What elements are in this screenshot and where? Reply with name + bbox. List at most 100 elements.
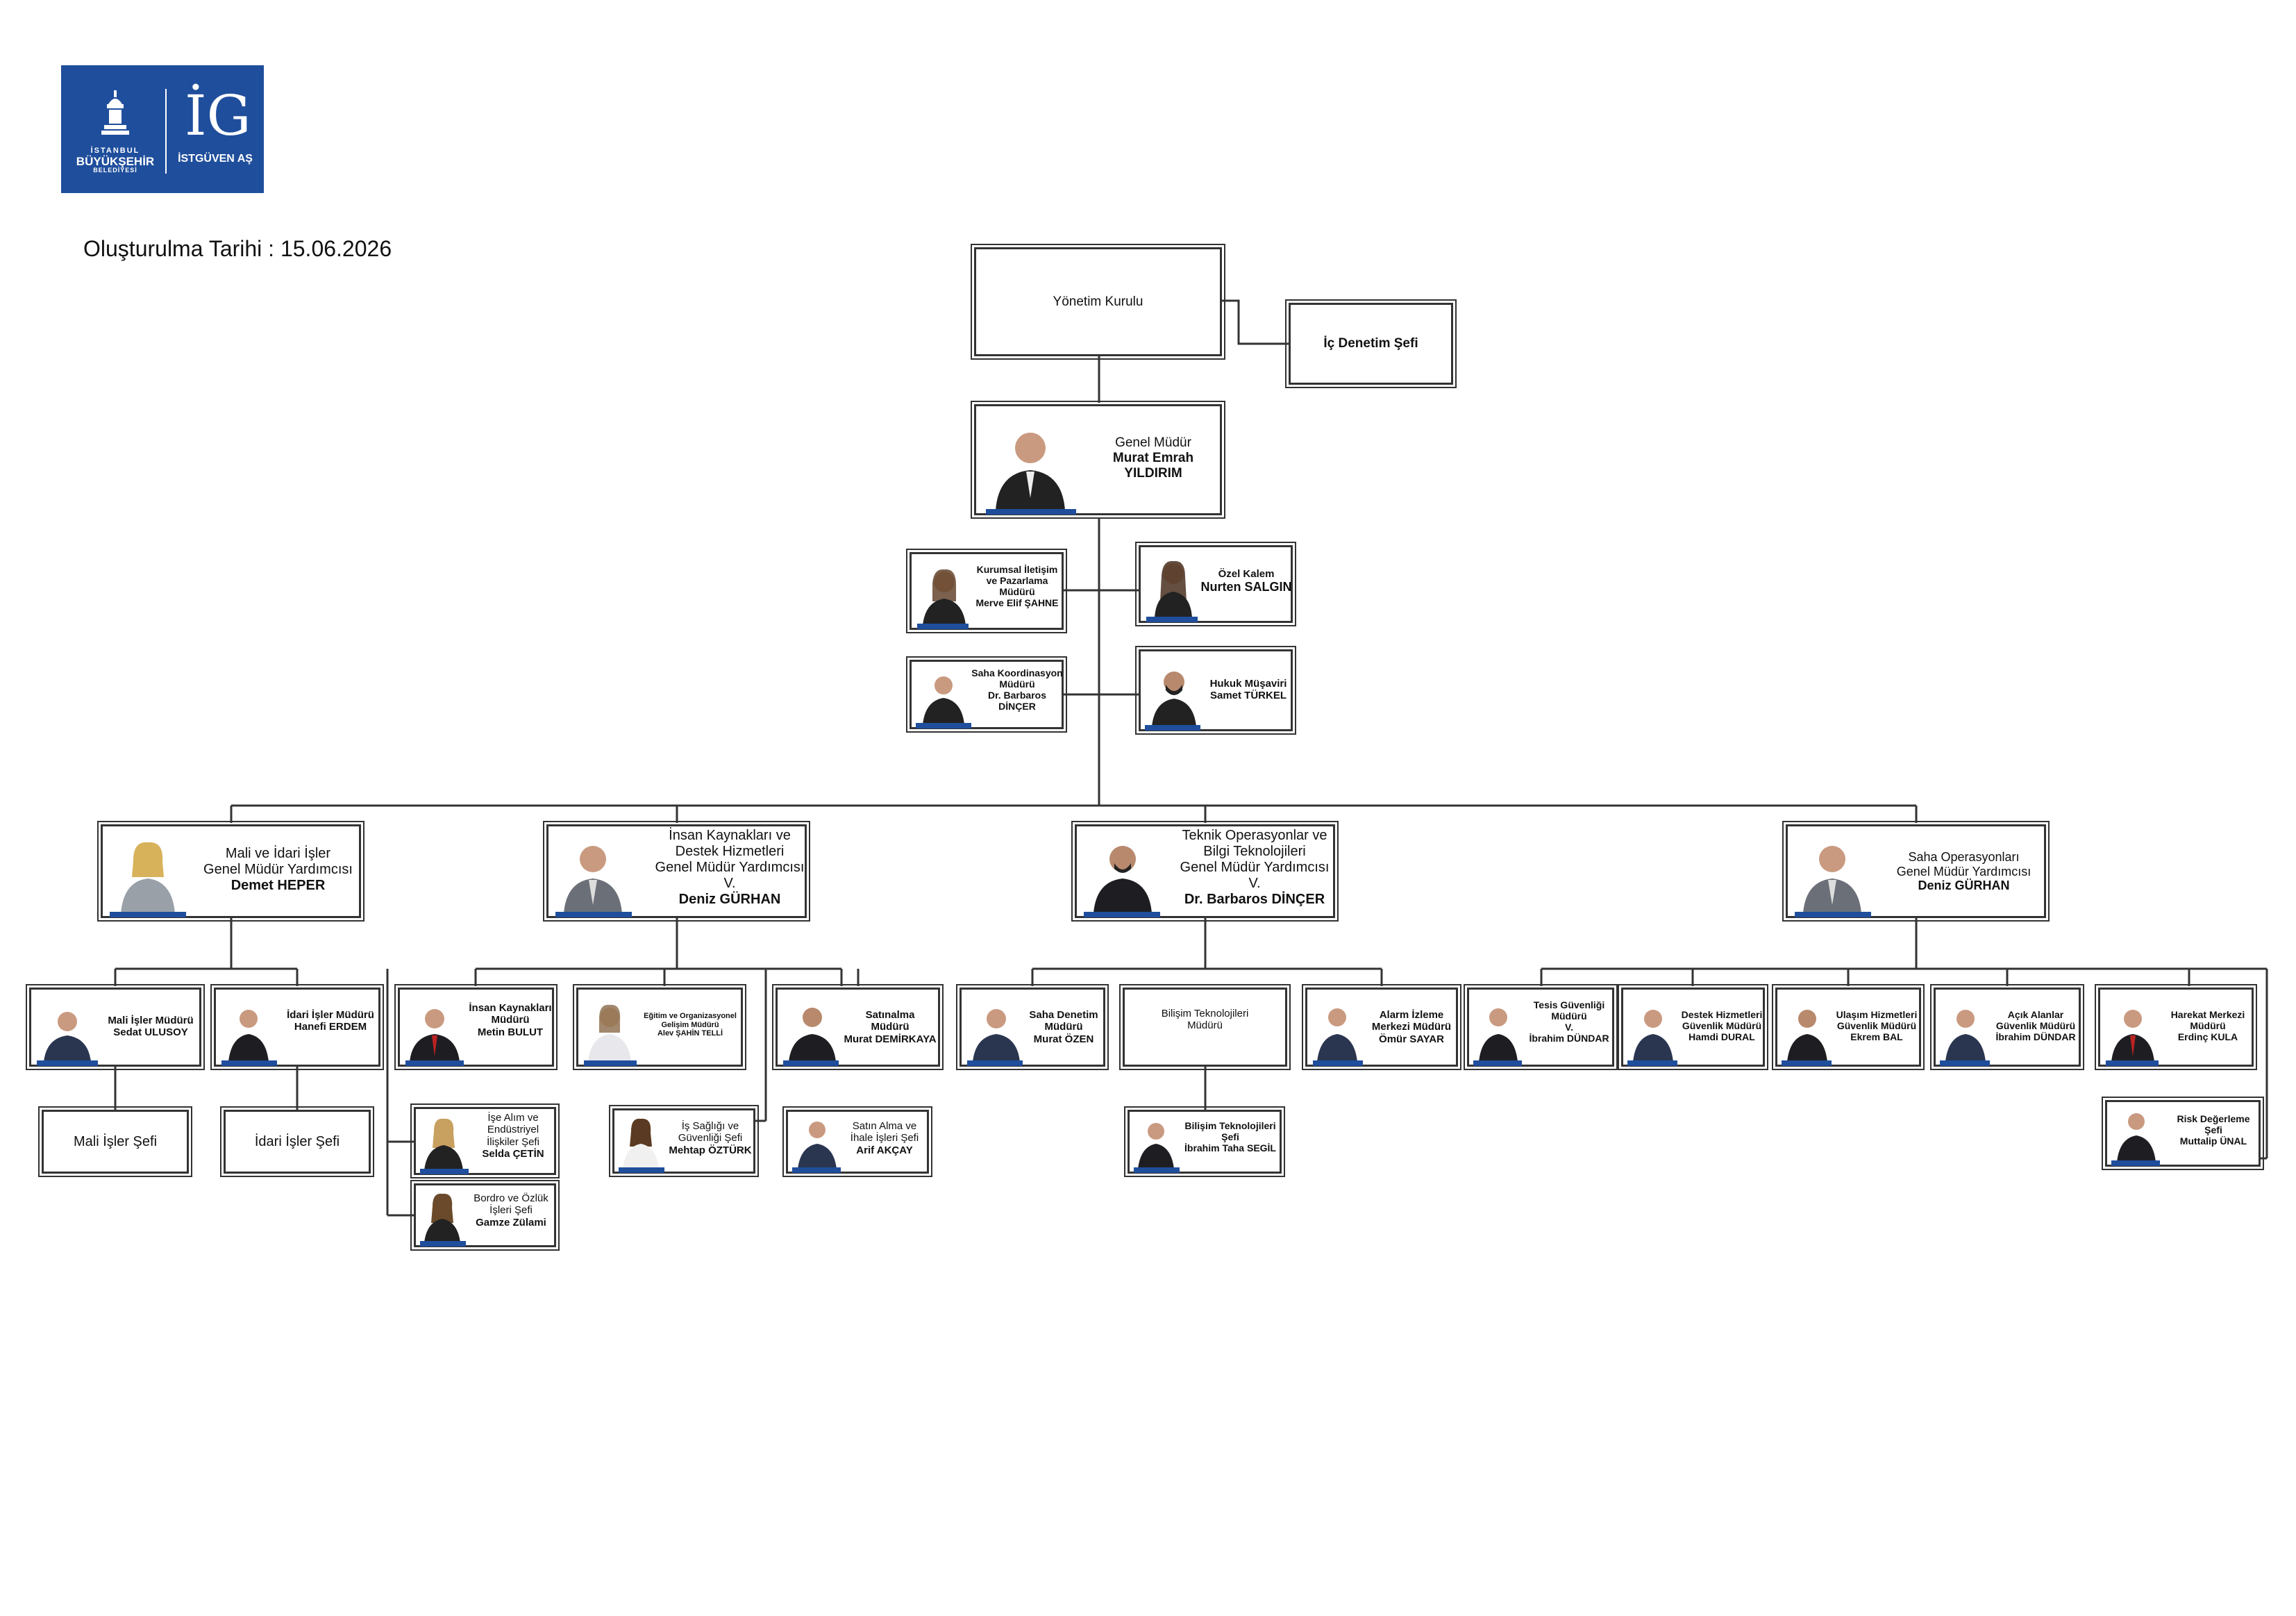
deputy-hr-support-box[interactable]: İnsan Kaynakları ve Destek Hizmetleri Ge… <box>546 824 807 918</box>
destek-photo <box>1630 1002 1676 1062</box>
tesis-title3: V. <box>1525 1022 1614 1033</box>
ibb-emblem-icon <box>100 89 131 143</box>
gm-photo <box>989 422 1072 510</box>
ihale-title1: Satın Alma ve <box>841 1120 928 1132</box>
bordro-title1: Bordro ve Özlük <box>466 1192 556 1204</box>
btchief-name: İbrahim Taha SEGİL <box>1180 1142 1281 1153</box>
d4-line1: Saha Operasyonları <box>1882 850 2046 865</box>
field-audit-manager-box[interactable]: Saha Denetim Müdürü Murat ÖZEN <box>960 988 1105 1067</box>
tesis-title2: Müdürü <box>1525 1010 1614 1022</box>
payroll-chief-box[interactable]: Bordro ve Özlük İşleri Şefi Gamze Zülami <box>414 1183 556 1247</box>
admin-chief-box[interactable]: İdari İşler Şefi <box>224 1110 371 1174</box>
corp-photo <box>920 563 969 625</box>
satin-title1: Satınalma <box>840 1009 940 1021</box>
ik-photo <box>407 1002 462 1062</box>
ohs-chief-box[interactable]: İş Sağlığı ve Güvenliği Şefi Mehtap ÖZTÜ… <box>612 1108 755 1174</box>
ise-name: Selda ÇETİN <box>470 1148 556 1160</box>
egitim-title2: Gelişim Müdürü <box>638 1021 742 1030</box>
field-photo <box>919 670 969 724</box>
it-manager-box[interactable]: Bilişim Teknolojileri Müdürü <box>1123 988 1287 1067</box>
transport-security-manager-box[interactable]: Ulaşım Hizmetleri Güvenlik Müdürü Ekrem … <box>1775 988 1921 1067</box>
ig-monogram: İG <box>185 85 244 147</box>
operations-center-manager-box[interactable]: Harekat Merkezi Müdürü Erdinç KULA <box>2098 988 2254 1067</box>
egitim-title1: Eğitim ve Organizasyonel <box>638 1012 742 1021</box>
d3-name: Dr. Barbaros DİNÇER <box>1174 892 1335 908</box>
satin-photo-bar <box>783 1060 839 1066</box>
private-title: Özel Kalem <box>1200 568 1292 580</box>
istguven-wordmark: İSTGÜVEN AŞ <box>176 153 254 165</box>
audit-label: İç Denetim Şefi <box>1323 336 1418 351</box>
tender-chief-box[interactable]: Satın Alma ve İhale İşleri Şefi Arif AKÇ… <box>786 1110 929 1174</box>
d3-photo-bar <box>1084 912 1160 917</box>
mali-photo-bar <box>37 1060 98 1066</box>
risk-title2: Şefi <box>2167 1124 2260 1135</box>
d1-line1: Mali ve İdari İşler <box>196 846 360 862</box>
training-manager-box[interactable]: Eğitim ve Organizasyonel Gelişim Müdürü … <box>576 988 743 1067</box>
denetim-photo <box>970 1002 1023 1062</box>
ibb-line1: İSTANBUL <box>74 147 157 156</box>
ik-title1: İnsan Kaynakları <box>467 1002 554 1014</box>
d1-line2: Genel Müdür Yardımcısı <box>196 862 360 878</box>
private-name: Nurten SALGIN <box>1200 580 1292 594</box>
corp-photo-bar <box>917 624 969 629</box>
recruitment-chief-box[interactable]: İşe Alım ve Endüstriyel İlişkiler Şefi S… <box>414 1107 556 1175</box>
alarm-photo <box>1314 1001 1360 1062</box>
acik-title1: Açık Alanlar <box>1991 1009 2080 1020</box>
bt-title1: Bilişim Teknolojileri <box>1125 1008 1285 1019</box>
d4-line2: Genel Müdür Yardımcısı <box>1882 865 2046 879</box>
open-areas-security-manager-box[interactable]: Açık Alanlar Güvenlik Müdürü İbrahim DÜN… <box>1934 988 2081 1067</box>
destek-title1: Destek Hizmetleri <box>1679 1009 1765 1020</box>
denetim-title2: Müdürü <box>1023 1021 1105 1033</box>
d2-name: Deniz GÜRHAN <box>653 892 807 908</box>
procurement-manager-box[interactable]: Satınalma Müdürü Murat DEMİRKAYA <box>776 988 940 1067</box>
d3-line1: Teknik Operasyonlar ve <box>1174 828 1335 844</box>
alarm-center-manager-box[interactable]: Alarm İzleme Merkezi Müdürü Ömür SAYAR <box>1305 988 1458 1067</box>
denetim-name: Murat ÖZEN <box>1023 1033 1105 1045</box>
general-manager-box[interactable]: Genel Müdür Murat Emrah YILDIRIM <box>974 404 1222 515</box>
bordro-photo-bar <box>420 1241 466 1247</box>
it-chief-box[interactable]: Bilişim Teknolojileri Şefi İbrahim Taha … <box>1128 1110 1282 1174</box>
private-office-box[interactable]: Özel Kalem Nurten SALGIN <box>1139 545 1293 623</box>
deputy-field-ops-box[interactable]: Saha Operasyonları Genel Müdür Yardımcıs… <box>1786 824 2046 918</box>
d3-line4: V. <box>1174 876 1335 892</box>
facility-security-manager-box[interactable]: Tesis Güvenliği Müdürü V. İbrahim DÜNDAR <box>1467 988 1614 1067</box>
finance-chief-box[interactable]: Mali İşler Şefi <box>42 1110 189 1174</box>
corporate-comms-box[interactable]: Kurumsal İletişim ve Pazarlama Müdürü Me… <box>910 552 1064 630</box>
harekat-title2: Müdürü <box>2163 1020 2253 1031</box>
deputy-tech-ops-box[interactable]: Teknik Operasyonlar ve Bilgi Teknolojile… <box>1075 824 1335 918</box>
ik-title2: Müdürü <box>467 1014 554 1026</box>
field-coordination-box[interactable]: Saha Koordinasyon Müdürü Dr. Barbaros Dİ… <box>910 660 1064 729</box>
private-photo-bar <box>1146 617 1198 622</box>
satin-name: Murat DEMİRKAYA <box>840 1033 940 1045</box>
d2-line3: Genel Müdür Yardımcısı <box>653 860 807 876</box>
risk-assessment-chief-box[interactable]: Risk Değerleme Şefi Muttalip ÜNAL <box>2105 1100 2261 1167</box>
internal-audit-box[interactable]: İç Denetim Şefi <box>1289 303 1453 385</box>
gm-title: Genel Müdür <box>1087 435 1219 451</box>
tesis-photo <box>1476 1001 1520 1062</box>
egitim-photo-bar <box>584 1060 637 1066</box>
gm-photo-bar <box>986 509 1076 515</box>
idari-name: Hanefi ERDEM <box>281 1021 380 1033</box>
finance-manager-box[interactable]: Mali İşler Müdürü Sedat ULUSOY <box>29 988 201 1067</box>
field-name2: DİNÇER <box>971 701 1063 712</box>
field-title2: Müdürü <box>971 678 1063 690</box>
support-security-manager-box[interactable]: Destek Hizmetleri Güvenlik Müdürü Hamdi … <box>1621 988 1765 1067</box>
logo-divider <box>165 89 167 174</box>
d3-line3: Genel Müdür Yardımcısı <box>1174 860 1335 876</box>
d1-photo-bar <box>110 912 186 917</box>
legal-counsel-box[interactable]: Hukuk Müşaviri Samet TÜRKEL <box>1139 649 1293 731</box>
gm-name-line2: YILDIRIM <box>1087 466 1219 481</box>
tesis-name: İbrahim DÜNDAR <box>1525 1033 1614 1044</box>
ihale-name: Arif AKÇAY <box>841 1144 928 1156</box>
deputy-finance-admin-box[interactable]: Mali ve İdari İşler Genel Müdür Yardımcı… <box>101 824 361 918</box>
ulasim-photo <box>1784 1002 1830 1062</box>
corp-name: Merve Elif ŞAHNE <box>971 597 1063 608</box>
hr-manager-box[interactable]: İnsan Kaynakları Müdürü Metin BULUT <box>398 988 554 1067</box>
gm-name-line1: Murat Emrah <box>1087 451 1219 466</box>
d3-line2: Bilgi Teknolojileri <box>1174 844 1335 860</box>
board-box[interactable]: Yönetim Kurulu <box>974 247 1222 356</box>
ulasim-name: Ekrem BAL <box>1833 1031 1920 1042</box>
admin-manager-box[interactable]: İdari İşler Müdürü Hanefi ERDEM <box>214 988 380 1067</box>
legal-name: Samet TÜRKEL <box>1205 690 1292 701</box>
mali-name: Sedat ULUSOY <box>101 1026 201 1038</box>
